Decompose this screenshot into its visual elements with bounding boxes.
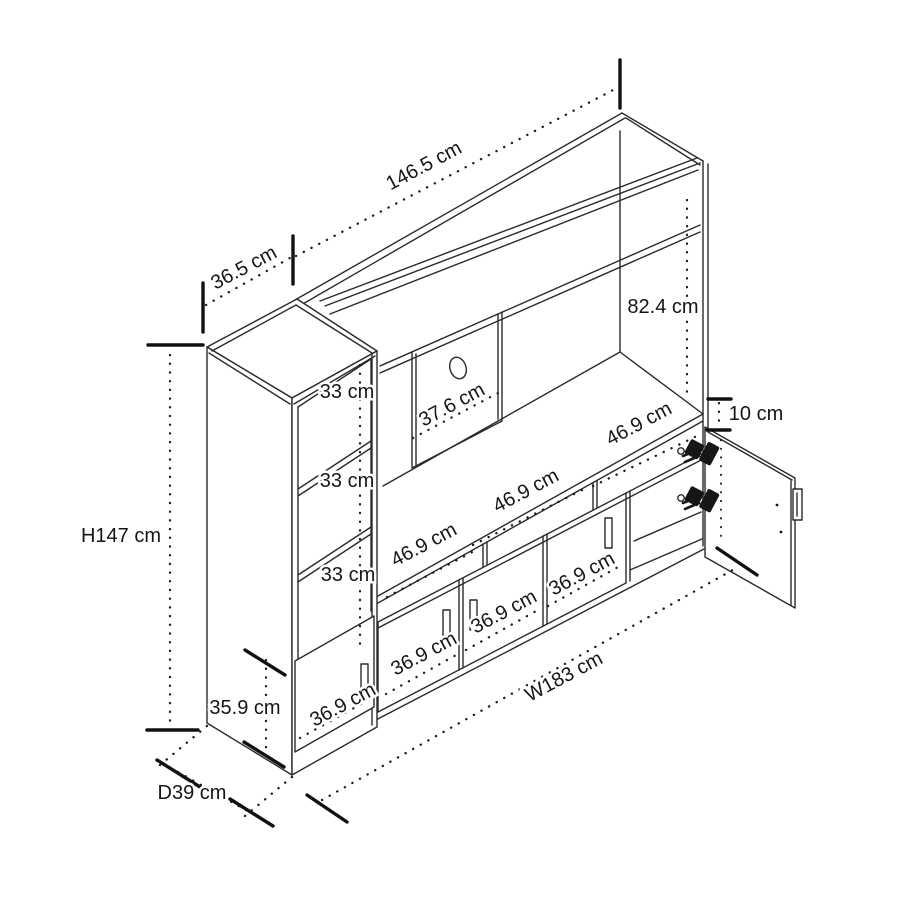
dimension-labels: 146.5 cm 36.5 cm 82.4 cm 33 cm 33 cm 33 cm 37.… (78, 134, 785, 806)
dim-shelf-opening-1-label: 33 cm (320, 381, 374, 403)
dim-tv-space-height-label: 82.4 cm (627, 296, 698, 318)
dim-back-panel-label: 37.6 cm (415, 379, 488, 432)
dim-overall-height-label: H147 cm (81, 525, 161, 547)
open-door (704, 426, 803, 609)
dim-cubby-2-label: 46.9 cm (489, 465, 562, 518)
hinge-top-icon (677, 439, 720, 466)
dim-tower-width-label: 36.5 cm (207, 242, 280, 295)
cable-hole (448, 356, 468, 380)
dim-shelf-opening-3-label: 33 cm (321, 564, 375, 586)
dim-shelf-opening-2-label: 33 cm (320, 470, 374, 492)
dim-overall-depth-label: D39 cm (158, 782, 227, 804)
bridge-cabinet (294, 112, 709, 550)
tower-door-handle (360, 663, 369, 695)
dim-slot-height-label: 10 cm (729, 403, 783, 425)
dim-top-width-label: 146.5 cm (383, 137, 466, 195)
door-4-handle (604, 517, 613, 549)
dim-door-3-label: 36.9 cm (467, 586, 540, 639)
dim-overall-width-label: W183 cm (522, 647, 607, 706)
dimension-lines (145, 58, 759, 828)
base-cabinet (373, 451, 706, 722)
door-3-handle (469, 599, 478, 631)
dim-tower-door-height-label: 35.9 cm (209, 697, 280, 719)
door-2-handle (442, 609, 451, 641)
tower-door (294, 615, 375, 753)
back-panel (411, 311, 503, 469)
